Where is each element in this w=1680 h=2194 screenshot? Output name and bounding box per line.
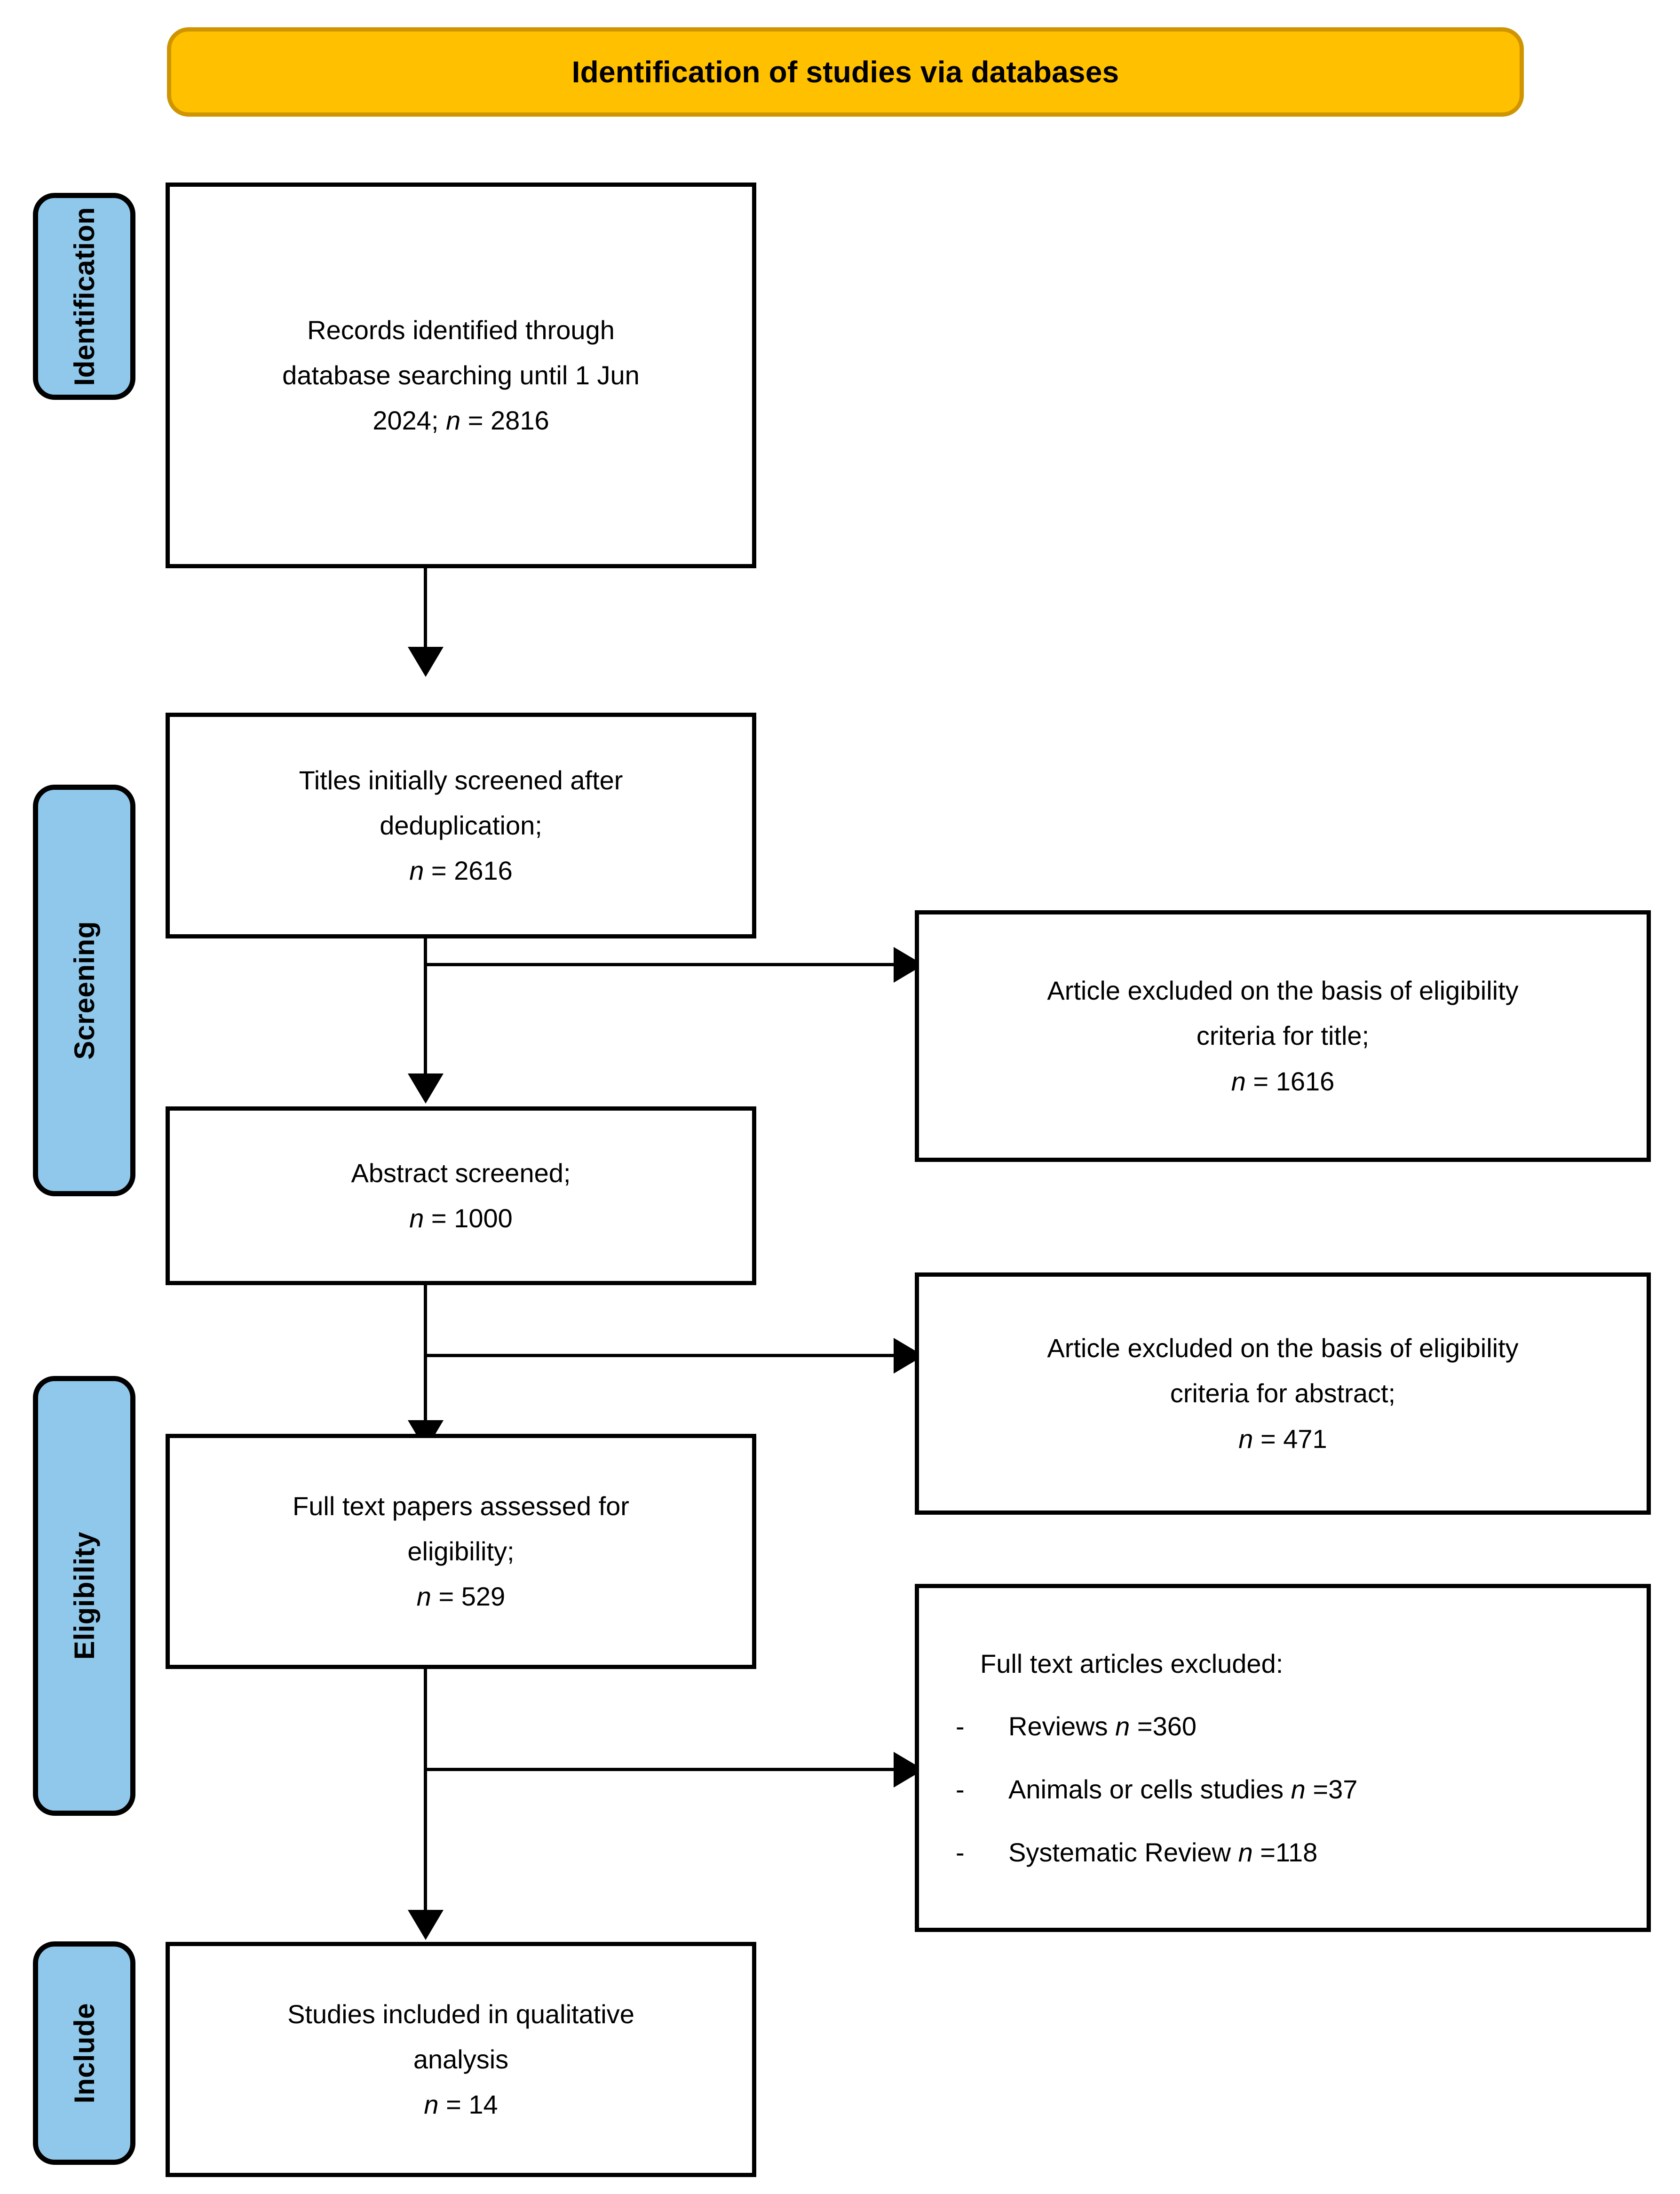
reviews-label: Reviews xyxy=(1008,1711,1116,1741)
stage-tab-screening: Screening xyxy=(33,785,135,1196)
box-excluded-fulltext: Full text articles excluded: - Reviews n… xyxy=(915,1584,1651,1932)
box-studies-included-text: Studies included in qualitative analysis… xyxy=(287,1992,634,2128)
box-records-identified-text: Records identified through database sear… xyxy=(282,308,640,444)
connector-line-abstract-to-excluded-abstract xyxy=(424,1354,899,1357)
excluded-fulltext-title: Full text articles excluded: xyxy=(980,1648,1284,1678)
connector-line-titles-down xyxy=(424,938,427,1077)
titles-line-2: deduplication; xyxy=(380,810,542,840)
animals-label: Animals or cells studies xyxy=(1008,1774,1291,1804)
excluded-fulltext-item-systematic-review: - Systematic Review n =118 xyxy=(956,1831,1317,1874)
animals-n-symbol: n xyxy=(1291,1774,1306,1804)
abstract-n-symbol: n xyxy=(409,1203,424,1233)
diagram-header-banner: Identification of studies via databases xyxy=(167,27,1524,117)
stage-tab-eligibility: Eligibility xyxy=(33,1376,135,1816)
titles-line-1: Titles initially screened after xyxy=(299,765,623,795)
box-excluded-title: Article excluded on the basis of eligibi… xyxy=(915,910,1651,1162)
box-abstract-screened-text: Abstract screened; n = 1000 xyxy=(351,1151,571,1241)
fulltext-count: = 529 xyxy=(431,1582,506,1612)
box-titles-screened: Titles initially screened after deduplic… xyxy=(166,713,756,938)
excluded-abstract-count: = 471 xyxy=(1253,1423,1327,1454)
fulltext-line-2: eligibility; xyxy=(407,1536,515,1566)
titles-n-symbol: n xyxy=(409,856,424,886)
included-line-1: Studies included in qualitative xyxy=(287,1999,634,2029)
stage-tab-identification: Identification xyxy=(33,193,135,400)
arrow-records-to-titles xyxy=(408,647,444,677)
bullet-dash-icon: - xyxy=(956,1711,965,1741)
excluded-title-n-symbol: n xyxy=(1231,1066,1246,1096)
stage-tab-include: Include xyxy=(33,1941,135,2165)
excluded-fulltext-item-animals-text: Animals or cells studies n =37 xyxy=(1008,1768,1357,1811)
connector-line-titles-to-excluded-title xyxy=(424,963,899,966)
box-titles-screened-text: Titles initially screened after deduplic… xyxy=(299,758,623,894)
systematic-count: =118 xyxy=(1252,1837,1318,1867)
titles-count: = 2616 xyxy=(424,856,513,886)
systematic-n-symbol: n xyxy=(1238,1837,1253,1867)
records-line-3: 2024; n = 2816 xyxy=(282,398,640,443)
records-n-symbol: n xyxy=(446,405,461,436)
animals-count: =37 xyxy=(1305,1774,1358,1804)
excluded-abstract-line-2: criteria for abstract; xyxy=(1170,1378,1396,1408)
abstract-line-1: Abstract screened; xyxy=(351,1158,571,1188)
excluded-fulltext-item-reviews: - Reviews n =360 xyxy=(956,1705,1197,1748)
excluded-title-line-3: n = 1616 xyxy=(1047,1059,1518,1104)
box-abstract-screened: Abstract screened; n = 1000 xyxy=(166,1106,756,1285)
fulltext-line-1: Full text papers assessed for xyxy=(293,1491,629,1521)
records-line-1: Records identified through xyxy=(307,315,615,345)
fulltext-line-3: n = 529 xyxy=(293,1574,629,1619)
reviews-n-symbol: n xyxy=(1115,1711,1130,1741)
arrow-titles-to-abstract xyxy=(408,1073,444,1104)
excluded-title-count: = 1616 xyxy=(1245,1066,1335,1096)
connector-line-fulltext-down xyxy=(424,1669,427,1923)
reviews-count: =360 xyxy=(1130,1711,1197,1741)
box-excluded-abstract: Article excluded on the basis of eligibi… xyxy=(915,1272,1651,1515)
included-n-symbol: n xyxy=(424,2090,439,2120)
excluded-title-line-1: Article excluded on the basis of eligibi… xyxy=(1047,976,1519,1006)
systematic-label: Systematic Review xyxy=(1008,1837,1238,1867)
excluded-title-line-2: criteria for title; xyxy=(1196,1021,1370,1051)
connector-line-records-to-titles xyxy=(424,568,427,651)
arrow-fulltext-to-included xyxy=(408,1910,444,1940)
box-excluded-abstract-text: Article excluded on the basis of eligibi… xyxy=(1047,1326,1518,1462)
records-count: = 2816 xyxy=(460,405,549,436)
excluded-fulltext-item-animals: - Animals or cells studies n =37 xyxy=(956,1768,1357,1811)
stage-tab-eligibility-label: Eligibility xyxy=(68,1532,100,1660)
records-prefix: 2024; xyxy=(372,405,446,436)
box-excluded-title-text: Article excluded on the basis of eligibi… xyxy=(1047,968,1518,1104)
excluded-fulltext-item-systematic-review-text: Systematic Review n =118 xyxy=(1008,1831,1317,1874)
connector-line-fulltext-to-excluded-fulltext xyxy=(424,1768,899,1771)
included-count: = 14 xyxy=(438,2090,498,2120)
box-fulltext-assessed: Full text papers assessed for eligibilit… xyxy=(166,1434,756,1669)
excluded-fulltext-item-reviews-text: Reviews n =360 xyxy=(1008,1705,1197,1748)
abstract-count: = 1000 xyxy=(424,1203,513,1233)
records-line-2: database searching until 1 Jun xyxy=(282,360,640,390)
bullet-dash-icon: - xyxy=(956,1774,965,1804)
bullet-dash-icon: - xyxy=(956,1837,965,1867)
excluded-abstract-line-1: Article excluded on the basis of eligibi… xyxy=(1047,1333,1519,1363)
stage-tab-include-label: Include xyxy=(68,2003,100,2104)
included-line-2: analysis xyxy=(413,2044,509,2074)
abstract-line-2: n = 1000 xyxy=(351,1196,571,1241)
box-fulltext-assessed-text: Full text papers assessed for eligibilit… xyxy=(293,1484,629,1620)
fulltext-n-symbol: n xyxy=(416,1582,431,1612)
stage-tab-screening-label: Screening xyxy=(68,921,100,1060)
excluded-abstract-n-symbol: n xyxy=(1238,1423,1253,1454)
box-records-identified: Records identified through database sear… xyxy=(166,183,756,568)
stage-tab-identification-label: Identification xyxy=(68,207,100,386)
banner-title: Identification of studies via databases xyxy=(571,55,1119,89)
box-studies-included: Studies included in qualitative analysis… xyxy=(166,1942,756,2177)
titles-line-3: n = 2616 xyxy=(299,848,623,893)
excluded-abstract-line-3: n = 471 xyxy=(1047,1416,1518,1462)
included-line-3: n = 14 xyxy=(287,2082,634,2127)
